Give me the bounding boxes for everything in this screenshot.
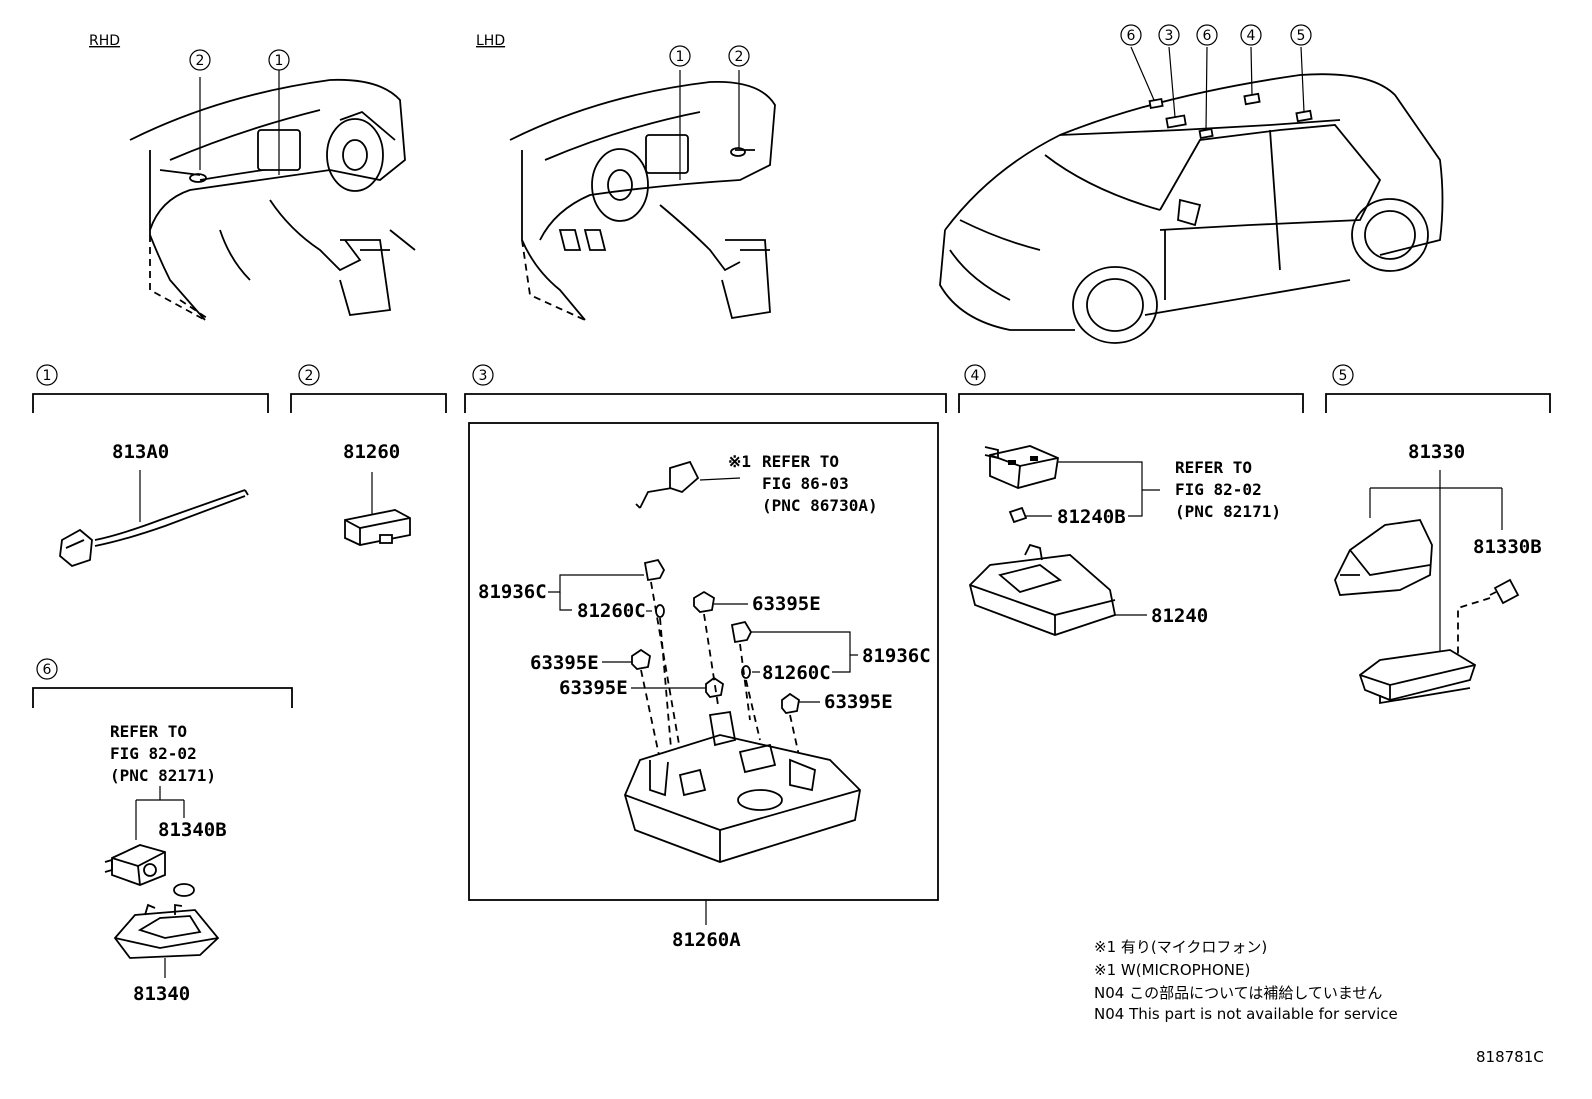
- sec6-ref-line3: (PNC 82171): [110, 766, 216, 785]
- section-6: 6: [32, 658, 293, 708]
- section-1: 1: [32, 364, 269, 413]
- part-label-81340: 81340: [133, 983, 190, 1005]
- part-label-813A0: 813A0: [112, 441, 169, 463]
- part-label-81260C-right: 81260C: [762, 662, 831, 684]
- sec3-ref-line2: FIG 86-03: [762, 474, 849, 493]
- sec4-ref-line1: REFER TO: [1175, 458, 1252, 477]
- section-4-number: 4: [971, 368, 980, 384]
- assembly-box-81260A: [468, 422, 939, 901]
- note-line-3: N04 この部品については補給していません: [1094, 984, 1382, 1002]
- car-callout-6b: 6: [1203, 28, 1212, 44]
- section-2-number: 2: [305, 368, 314, 384]
- sec3-ref-line3: (PNC 86730A): [762, 496, 878, 515]
- note-line-4: N04 This part is not available for servi…: [1094, 1005, 1398, 1023]
- sec6-ref-line2: FIG 82-02: [110, 744, 197, 763]
- car-illustration: 6 3 6 4 5: [939, 24, 1444, 344]
- part-81340-group: REFER TO FIG 82-02 (PNC 82171) 81340B 81…: [104, 722, 227, 1005]
- part-813A0-group: 813A0: [59, 441, 249, 568]
- part-label-81260A: 81260A: [672, 929, 741, 951]
- part-label-63395E-top: 63395E: [752, 593, 821, 615]
- part-label-63395E-right: 63395E: [824, 691, 893, 713]
- rhd-label: RHD: [89, 33, 120, 49]
- sec3-ref-line1: REFER TO: [762, 452, 839, 471]
- section-6-number: 6: [43, 662, 52, 678]
- lhd-callout-2: 2: [735, 49, 744, 65]
- part-81330-group: 81330 81330B: [1334, 441, 1542, 705]
- car-callout-4: 4: [1247, 28, 1256, 44]
- part-label-81936C-left: 81936C: [478, 581, 547, 603]
- part-label-63395E-mid: 63395E: [559, 677, 628, 699]
- notes-block: ※1 有り(マイクロフォン) ※1 W(MICROPHONE) N04 この部品…: [1094, 938, 1398, 1023]
- section-3-number: 3: [479, 368, 488, 384]
- lhd-label: LHD: [476, 33, 505, 49]
- part-81260-group: 81260: [343, 441, 411, 546]
- section-2: 2: [290, 364, 447, 413]
- part-label-63395E-left: 63395E: [530, 652, 599, 674]
- part-label-81340B: 81340B: [158, 819, 227, 841]
- sec4-ref-line3: (PNC 82171): [1175, 502, 1281, 521]
- part-label-81260C-left: 81260C: [577, 600, 646, 622]
- figure-code: 818781C: [1476, 1048, 1544, 1066]
- note-line-2: ※1 W(MICROPHONE): [1094, 961, 1250, 979]
- sec6-ref-line1: REFER TO: [110, 722, 187, 741]
- car-callout-3: 3: [1165, 28, 1174, 44]
- section-5-number: 5: [1339, 368, 1348, 384]
- rhd-dashboard-illustration: RHD 2 1: [89, 33, 416, 321]
- section-4: 4: [958, 364, 1304, 413]
- section-3: 3: [464, 364, 947, 413]
- lhd-callout-1: 1: [676, 49, 685, 65]
- section-5: 5: [1325, 364, 1551, 413]
- part-label-81240: 81240: [1151, 605, 1208, 627]
- part-81260A-group: 81260A ※1 REFER TO FIG 86-03 (PNC 86730A…: [468, 422, 939, 951]
- part-81240-group: 81240B REFER TO FIG 82-02 (PNC 82171) 81…: [969, 445, 1281, 636]
- car-callout-5: 5: [1297, 28, 1306, 44]
- rhd-callout-2: 2: [196, 53, 205, 69]
- sec4-ref-line2: FIG 82-02: [1175, 480, 1262, 499]
- part-label-81330B: 81330B: [1473, 536, 1542, 558]
- rhd-callout-1: 1: [275, 53, 284, 69]
- sec3-ref-mark: ※1: [728, 452, 751, 471]
- lhd-dashboard-illustration: LHD 1 2: [476, 33, 776, 321]
- note-line-1: ※1 有り(マイクロフォン): [1094, 938, 1267, 956]
- car-callout-6a: 6: [1127, 28, 1136, 44]
- part-label-81330: 81330: [1408, 441, 1465, 463]
- part-label-81936C-right: 81936C: [862, 645, 931, 667]
- part-label-81260: 81260: [343, 441, 400, 463]
- section-1-number: 1: [43, 368, 52, 384]
- part-label-81240B: 81240B: [1057, 506, 1126, 528]
